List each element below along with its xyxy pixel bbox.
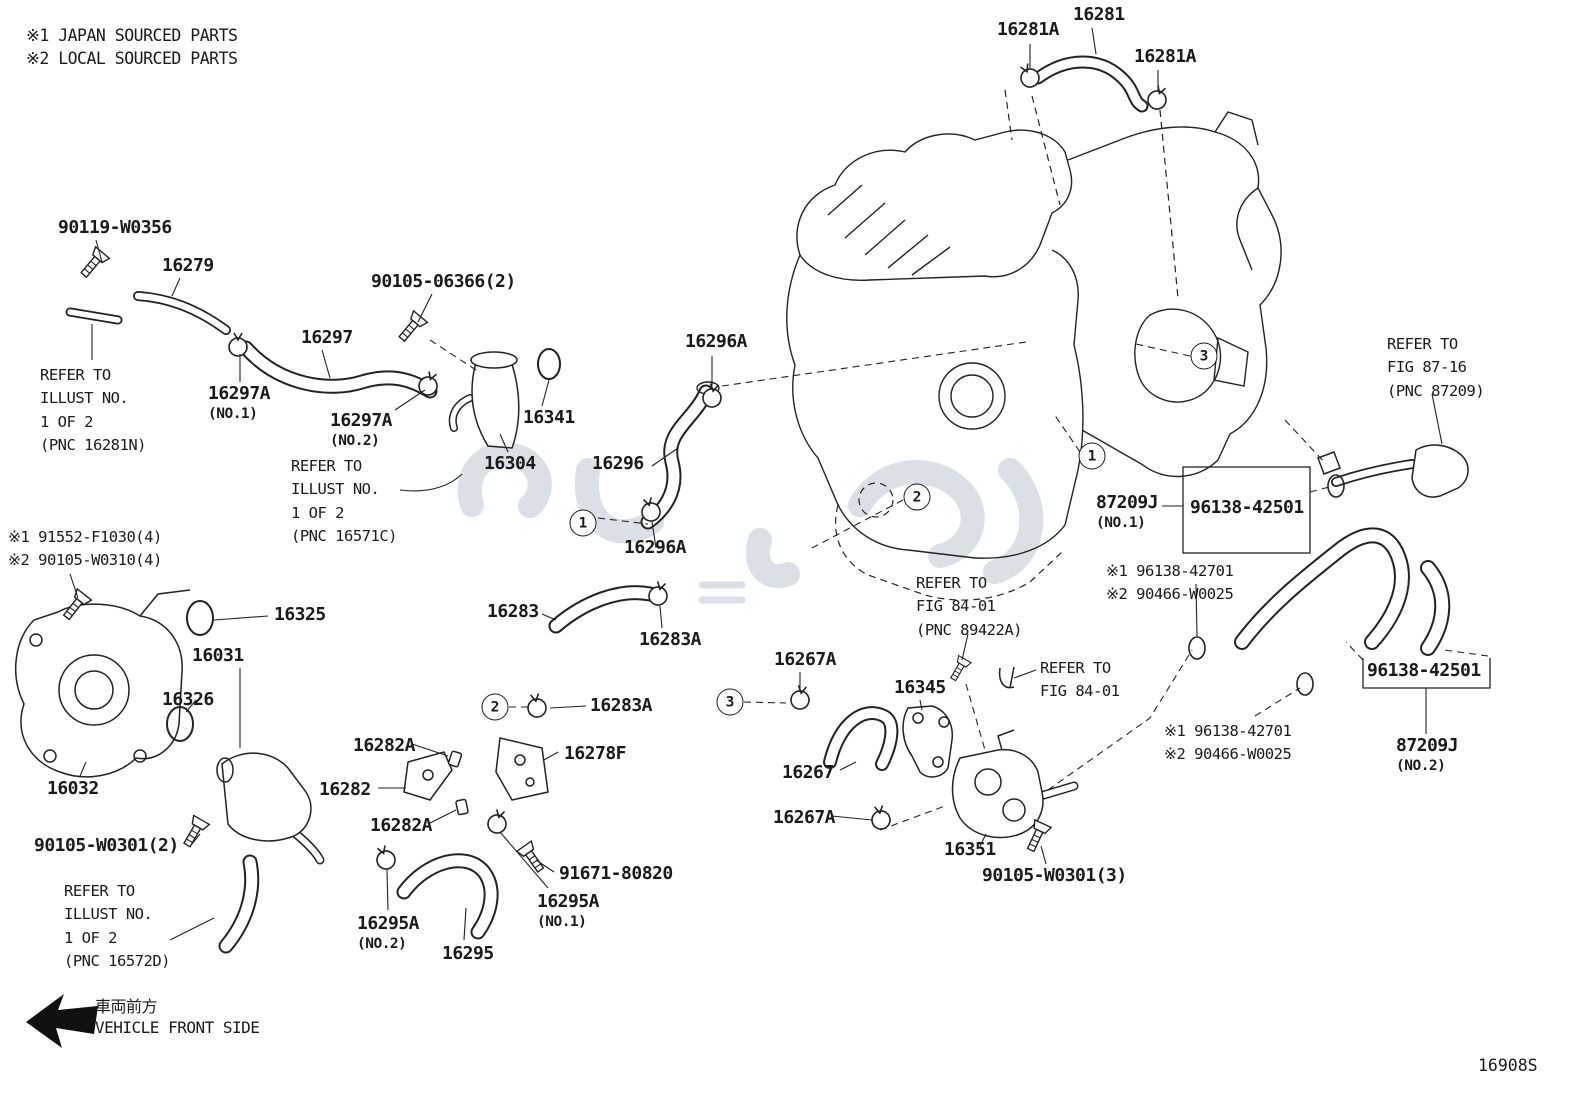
part-label-16031: 16031: [192, 645, 244, 666]
bolt-90105-w0301-2: [178, 814, 210, 851]
part-label-16297: 16297: [301, 327, 353, 348]
part-label-16281a-left: 16281A: [997, 19, 1060, 40]
clamp-16295a-no2: [371, 842, 399, 873]
valve-16351: [951, 748, 1044, 839]
clamp-ring-a: [1327, 474, 1345, 498]
part-label-16325: 16325: [274, 604, 326, 625]
outlet-16031: [221, 752, 312, 842]
assembly-dashed-lines: [429, 339, 1489, 831]
bolt-89422a: [946, 654, 972, 684]
clamp-16267a-lower: [868, 803, 893, 832]
clamp-16283a-lower: [524, 691, 549, 720]
leader-lines: [69, 27, 1491, 941]
pipe-16279: [133, 291, 231, 335]
part-label-16295a-no1: 16295A(NO.1): [537, 891, 600, 930]
figure-code: 16908S: [1478, 1056, 1538, 1075]
part-label-16282a-lower: 16282A: [370, 815, 433, 836]
part-label-16295: 16295: [442, 943, 494, 964]
part-label-16296: 16296: [592, 453, 644, 474]
callout-1: 1: [569, 509, 597, 537]
bracket-16282: [403, 751, 453, 801]
part-label-star-upper: ※1 96138-42701※2 90466-W0025: [1106, 562, 1234, 604]
part-label-96138-42501-upper: 96138-42501: [1190, 497, 1304, 518]
bolts: [58, 246, 1052, 876]
note-local-sourced: ※2 LOCAL SOURCED PARTS: [26, 49, 238, 69]
u-clip: [998, 666, 1015, 689]
part-label-90105-w0301-2: 90105-W0301(2): [34, 835, 179, 856]
callout-3: 3: [1190, 342, 1218, 370]
part-label-90105-06366: 90105-06366(2): [371, 271, 516, 292]
callout-1: 1: [1078, 442, 1106, 470]
clamp-16295a-no1: [485, 807, 511, 836]
seal-rings: [166, 348, 1345, 742]
callout-2: 2: [481, 693, 509, 721]
part-label-16267: 16267: [782, 762, 834, 783]
part-label-16283a-lower: 16283A: [590, 695, 653, 716]
clamp-16283a-upper: [646, 579, 672, 608]
sourcing-notes: ※1 JAPAN SOURCED PARTS ※2 LOCAL SOURCED …: [26, 24, 238, 70]
part-label-16326: 16326: [162, 689, 214, 710]
part-label-fastener-note: ※1 91552-F1030(4)※2 90105-W0310(4): [8, 528, 162, 570]
part-label-91671-80820: 91671-80820: [559, 863, 673, 884]
callout-2: 2: [903, 483, 931, 511]
note-japan-sourced: ※1 JAPAN SOURCED PARTS: [26, 26, 238, 45]
part-label-16296a-top: 16296A: [685, 331, 748, 352]
gasket-16341: [537, 348, 561, 380]
part-label-16032: 16032: [47, 778, 99, 799]
clamp-ring-b: [1188, 636, 1206, 660]
watermark: [457, 442, 1044, 604]
hoses-and-pipes: [65, 55, 1451, 954]
part-label-16267a-upper: 16267A: [774, 649, 837, 670]
part-label-16297a-no2: 16297A(NO.2): [330, 410, 393, 449]
part-label-16282a-upper: 16282A: [353, 735, 416, 756]
part-label-90105-w0301-3: 90105-W0301(3): [982, 865, 1127, 886]
part-label-16351: 16351: [944, 839, 996, 860]
part-label-16296a-mid: 16296A: [624, 537, 687, 558]
part-label-16345: 16345: [894, 677, 946, 698]
part-label-16278f: 16278F: [564, 743, 627, 764]
vehicle-front-en: VEHICLE FRONT SIDE: [95, 1017, 260, 1037]
water-inlet-16304: [471, 361, 520, 449]
part-label-16283a-upper: 16283A: [639, 629, 702, 650]
part-label-90119-w0356: 90119-W0356: [58, 217, 172, 238]
vehicle-front-label: 車両前方 VEHICLE FRONT SIDE: [95, 997, 260, 1039]
clamp-16297a-no1: [228, 332, 248, 357]
part-label-16267a-lower: 16267A: [773, 807, 836, 828]
part-label-16297a-no1: 16297A(NO.1): [208, 383, 271, 422]
joint-87209j: [1411, 444, 1469, 498]
component-bodies: [14, 351, 1469, 842]
oring-16325: [186, 600, 214, 636]
part-label-16283: 16283: [487, 601, 539, 622]
part-label-16281a-right: 16281A: [1134, 46, 1197, 67]
part-label-16282: 16282: [319, 779, 371, 800]
part-label-16281: 16281: [1073, 4, 1125, 25]
engine-outline: [786, 111, 1282, 559]
oring-16326: [166, 706, 194, 742]
part-label-16279: 16279: [162, 255, 214, 276]
vehicle-front-arrow: [26, 994, 98, 1048]
part-label-87209j-no2: 87209J(NO.2): [1396, 735, 1459, 774]
part-label-star-lower: ※1 96138-42701※2 90466-W0025: [1164, 722, 1292, 764]
bolt-90119-w0356: [76, 246, 111, 282]
clamp-16281a-left: [1015, 60, 1043, 91]
callout-3: 3: [716, 688, 744, 716]
bracket-16278f: [495, 737, 549, 801]
part-label-87209j-no1: 87209J(NO.1): [1096, 492, 1159, 531]
water-pump-16032: [14, 603, 183, 778]
vehicle-front-jp: 車両前方: [95, 997, 158, 1016]
bolt-90105-06366: [394, 310, 429, 346]
part-label-16304: 16304: [484, 453, 536, 474]
part-label-96138-42501-lower: 96138-42501: [1367, 660, 1481, 681]
part-label-16295a-no2: 16295A(NO.2): [357, 913, 420, 952]
part-label-16341: 16341: [523, 407, 575, 428]
clamp-ring-c: [1296, 672, 1314, 696]
